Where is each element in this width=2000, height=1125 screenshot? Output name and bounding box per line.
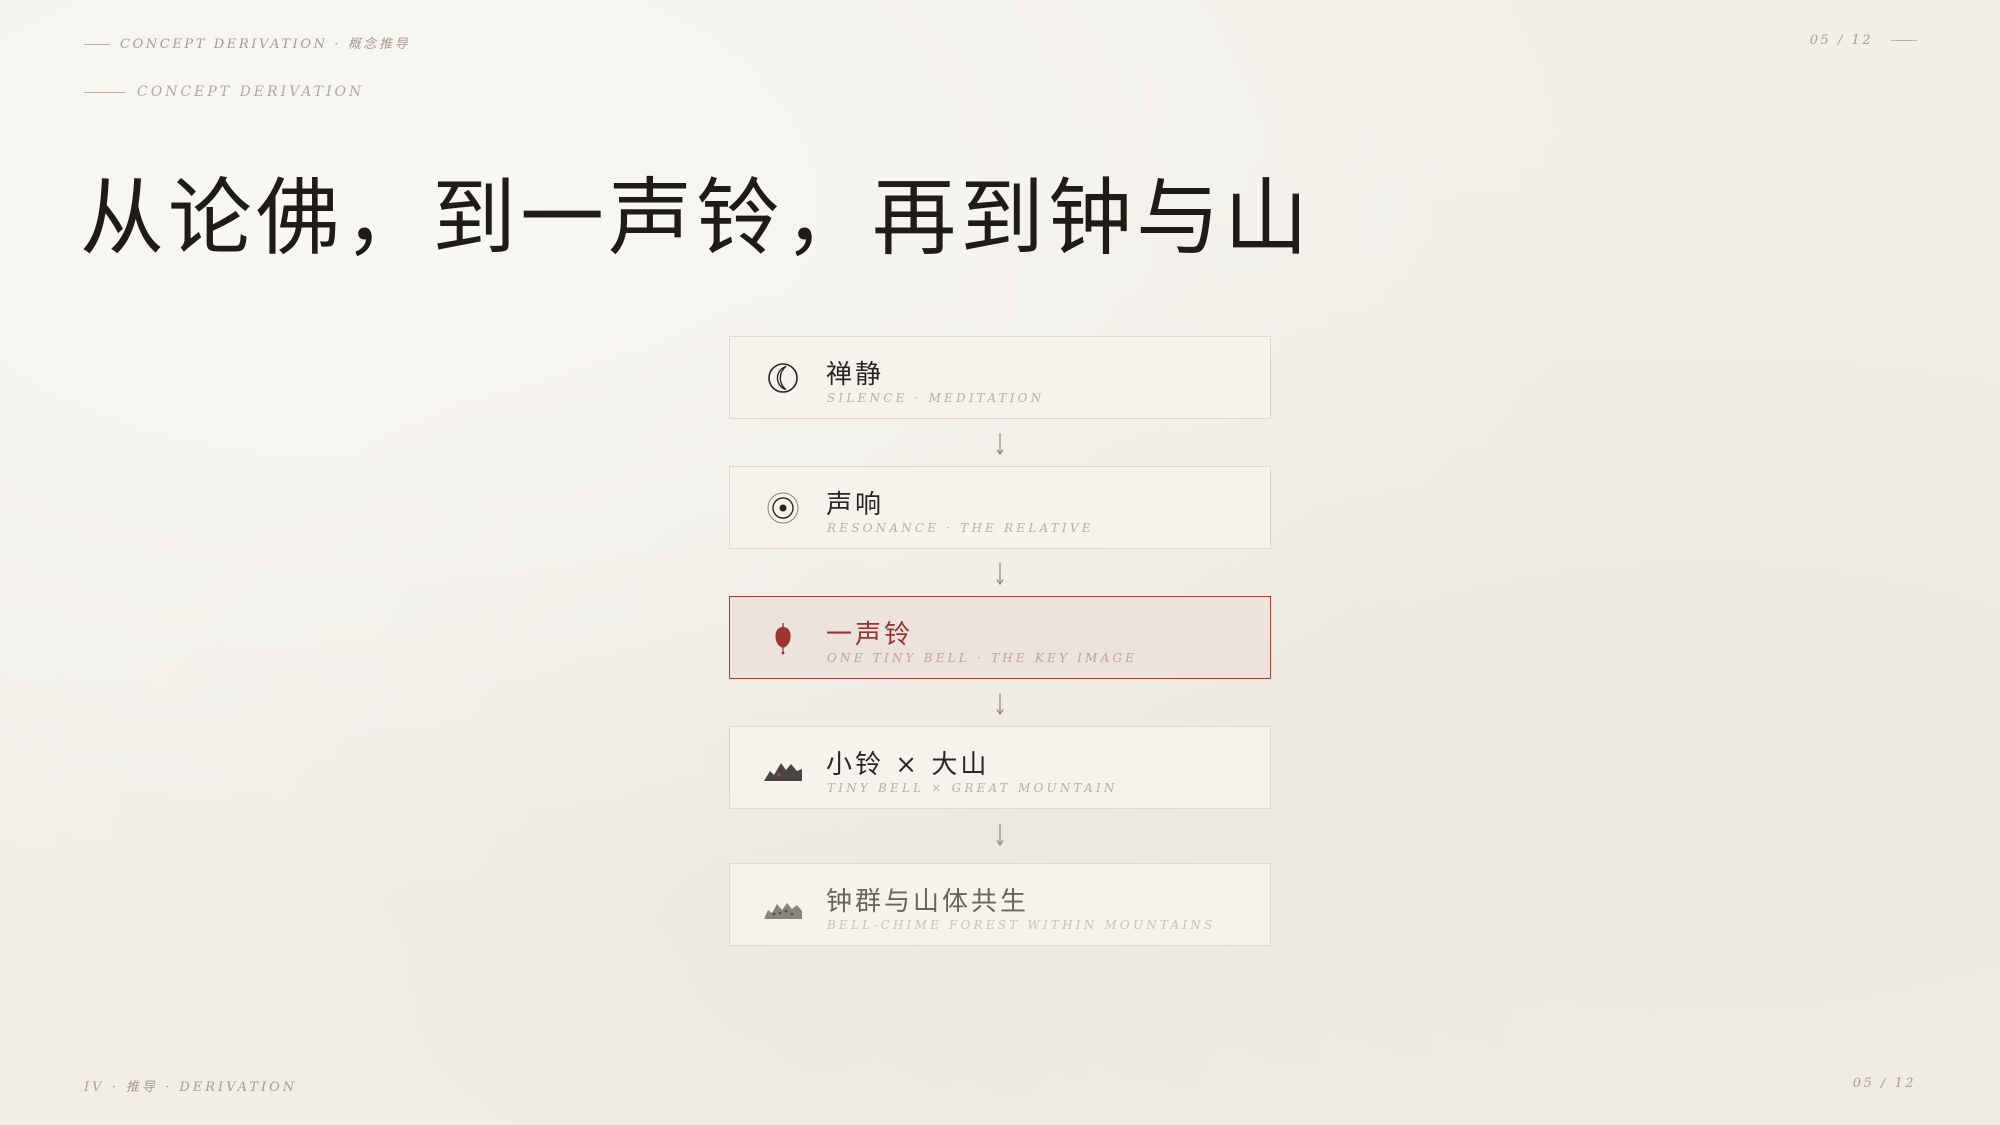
down-arrow-icon bbox=[996, 563, 1004, 586]
down-arrow-icon bbox=[996, 693, 1004, 716]
flow-arrow bbox=[729, 419, 1271, 466]
down-arrow-icon bbox=[996, 433, 1004, 456]
step-subtitle: TINY BELL × GREAT MOUNTAIN bbox=[827, 781, 1118, 795]
step-subtitle: SILENCE · MEDITATION bbox=[827, 391, 1045, 405]
step-subtitle: RESONANCE · THE RELATIVE bbox=[827, 521, 1094, 535]
step-title: 一声铃 bbox=[826, 620, 914, 650]
ripple-circle-icon bbox=[764, 489, 802, 527]
step-card-tiny-bell: 一声铃 ONE TINY BELL · THE KEY IMAGE bbox=[729, 596, 1271, 679]
crescent-moon-icon bbox=[764, 359, 802, 397]
step-title: 禅静 bbox=[826, 360, 885, 390]
header-rule bbox=[84, 44, 110, 45]
header-rule-right bbox=[1891, 40, 1917, 41]
down-arrow-icon bbox=[996, 824, 1004, 847]
eyebrow-rule bbox=[84, 91, 125, 93]
footer-page-number: 05 / 12 bbox=[1852, 1076, 1916, 1091]
concept-flow: 禅静 SILENCE · MEDITATION 声响 RESONANCE · T… bbox=[729, 336, 1271, 946]
eyebrow: CONCEPT DERIVATION bbox=[84, 84, 364, 100]
flow-arrow bbox=[729, 809, 1271, 863]
flow-arrow bbox=[729, 679, 1271, 726]
step-title: 小铃 × 大山 bbox=[826, 750, 990, 780]
step-title: 声响 bbox=[826, 490, 885, 520]
mountain-range-icon bbox=[764, 886, 802, 924]
step-card-silence: 禅静 SILENCE · MEDITATION bbox=[729, 336, 1271, 419]
page-indicator-text: 05 / 12 bbox=[1809, 33, 1873, 48]
footer-chapter: IV · 推导 · DERIVATION bbox=[84, 1080, 298, 1095]
mountain-bell-icon bbox=[764, 749, 802, 787]
eyebrow-text: CONCEPT DERIVATION bbox=[137, 84, 365, 100]
step-card-resonance: 声响 RESONANCE · THE RELATIVE bbox=[729, 466, 1271, 549]
step-subtitle: BELL-CHIME FOREST WITHIN MOUNTAINS bbox=[827, 918, 1216, 932]
step-card-bell-forest: 钟群与山体共生 BELL-CHIME FOREST WITHIN MOUNTAI… bbox=[729, 863, 1271, 946]
page-indicator: 05 / 12 bbox=[1810, 33, 1917, 48]
page-title: 从论佛，到一声铃，再到钟与山 bbox=[80, 169, 1313, 268]
step-card-bell-mountain: 小铃 × 大山 TINY BELL × GREAT MOUNTAIN bbox=[729, 726, 1271, 809]
section-label: CONCEPT DERIVATION · 概念推导 bbox=[120, 37, 411, 52]
bell-icon bbox=[764, 619, 802, 657]
step-subtitle: ONE TINY BELL · THE KEY IMAGE bbox=[827, 651, 1138, 665]
flow-arrow bbox=[729, 549, 1271, 596]
section-header: CONCEPT DERIVATION · 概念推导 bbox=[84, 33, 410, 52]
step-title: 钟群与山体共生 bbox=[826, 887, 1030, 917]
